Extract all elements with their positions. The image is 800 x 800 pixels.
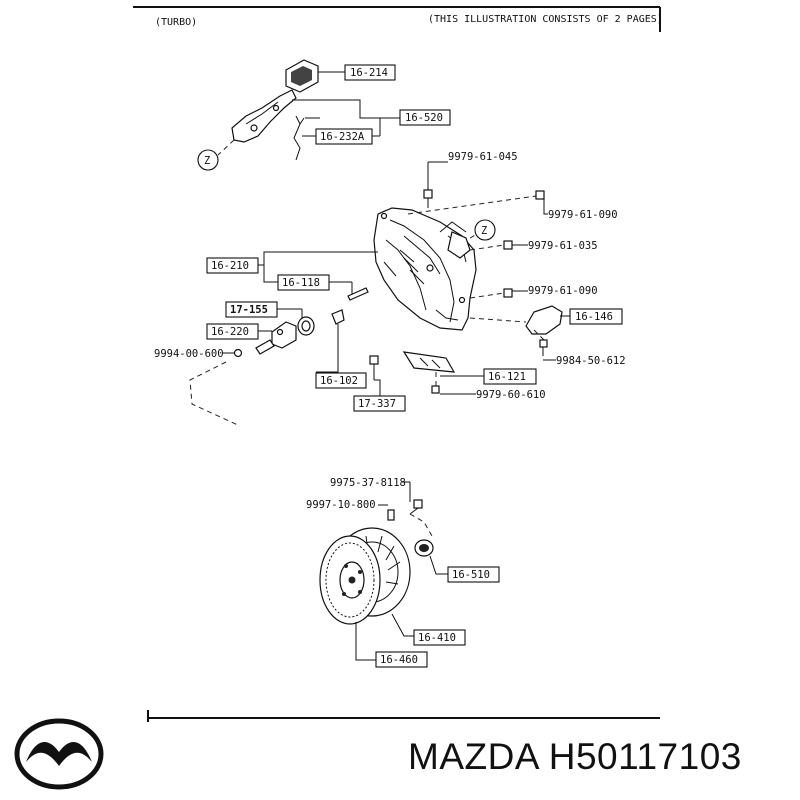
mazda-logo-icon — [14, 718, 104, 790]
plug-16-102 — [331, 309, 345, 325]
part-16-210: 16-210 — [211, 260, 249, 272]
callout-box — [569, 308, 623, 325]
part-16-118: 16-118 — [282, 277, 320, 289]
part-16-520: 16-520 — [405, 112, 443, 124]
dowel-16-118 — [347, 287, 369, 301]
part-16-146: 16-146 — [575, 311, 613, 323]
bolt-9984-50-612 — [539, 339, 548, 356]
callout-box — [447, 566, 500, 583]
leader — [355, 622, 376, 661]
leader — [429, 555, 448, 575]
header-pages-note: (THIS ILLUSTRATION CONSISTS OF 2 PAGES) — [428, 14, 663, 25]
callout-box — [315, 372, 367, 389]
footer-brand-line: MAZDA H50117103 — [408, 736, 742, 778]
bolt-9979-61-090-top — [535, 190, 545, 200]
release-bearing-pad — [285, 59, 319, 93]
part-16-102: 16-102 — [320, 375, 358, 387]
part-16-121: 16-121 — [488, 371, 526, 383]
ref-circle-z-top — [197, 149, 219, 171]
part-number: H50117103 — [548, 736, 742, 777]
callout-box — [483, 368, 537, 385]
dash — [189, 361, 241, 427]
leader — [543, 196, 548, 215]
callout-box — [375, 651, 428, 668]
part-16-232a: 16-232A — [320, 131, 365, 143]
plate-16-121 — [402, 351, 456, 373]
part-16-460: 16-460 — [380, 654, 418, 666]
clutch-disc-16-460 — [319, 535, 381, 625]
dash — [469, 317, 527, 323]
bolt-label-9997-10-800: 9997-10-800 — [306, 499, 376, 511]
bolt-label-9994-00-600: 9994-00-600 — [154, 348, 224, 360]
part-16-510: 16-510 — [452, 569, 490, 581]
part-17-155: 17-155 — [230, 304, 268, 316]
bolt-9979-60-610 — [431, 385, 440, 394]
callout-box — [413, 629, 466, 646]
dash — [533, 329, 545, 341]
leader — [374, 379, 381, 402]
part-16-220: 16-220 — [211, 326, 249, 338]
callout-box — [399, 109, 451, 126]
part-16-410: 16-410 — [418, 632, 456, 644]
callout-box — [344, 64, 396, 81]
bolt-label-9975-37-8118: 9975-37-8118 — [330, 477, 406, 489]
leader — [258, 251, 378, 266]
dash — [469, 292, 505, 299]
bolt-9979-61-045 — [423, 189, 433, 208]
bolt-9975-37-8118 — [409, 499, 423, 515]
ref-circle-z-housing — [474, 219, 496, 241]
leader — [391, 613, 416, 637]
ref-z-housing: Z — [481, 225, 487, 237]
brand-name: MAZDA — [408, 736, 538, 777]
bolt-label-9979-60-610: 9979-60-610 — [476, 389, 546, 401]
bolt-17-337 — [369, 355, 379, 380]
part-16-214: 16-214 — [350, 67, 388, 79]
ref-z-top: Z — [204, 155, 210, 167]
dash — [409, 513, 433, 537]
leader — [263, 265, 278, 283]
bolt-9994-00-600 — [233, 348, 243, 358]
callout-box — [353, 395, 406, 412]
bolt-9979-61-035 — [503, 240, 513, 250]
leader — [316, 324, 339, 373]
dowel-9997-10-800 — [387, 509, 395, 521]
fork-spring-clip — [293, 115, 305, 161]
dust-cover-16-146 — [525, 305, 563, 335]
fork-dash — [217, 139, 235, 156]
oil-seal-17-155 — [297, 316, 315, 336]
release-bearing-16-510 — [414, 539, 434, 557]
dash — [469, 233, 478, 239]
bolt-9979-61-090-mid — [503, 288, 513, 298]
bolt-label-9979-61-090-b: 9979-61-090 — [528, 285, 598, 297]
leader — [292, 99, 400, 119]
header-variant: (TURBO) — [155, 17, 197, 28]
callout-box — [315, 128, 373, 145]
clutch-housing — [373, 207, 477, 331]
bolt-label-9979-61-035: 9979-61-035 — [528, 240, 598, 252]
guide-tube-16-220 — [255, 321, 297, 355]
bolt-dash — [407, 195, 537, 215]
release-fork — [231, 89, 297, 143]
bolt-label-9984-50-612: 9984-50-612 — [556, 355, 626, 367]
callout-box — [206, 257, 259, 274]
bolt-label-9979-61-090-a: 9979-61-090 — [548, 209, 618, 221]
dash — [469, 244, 505, 251]
bolt-label-9979-61-045: 9979-61-045 — [448, 151, 518, 163]
part-17-337: 17-337 — [358, 398, 396, 410]
